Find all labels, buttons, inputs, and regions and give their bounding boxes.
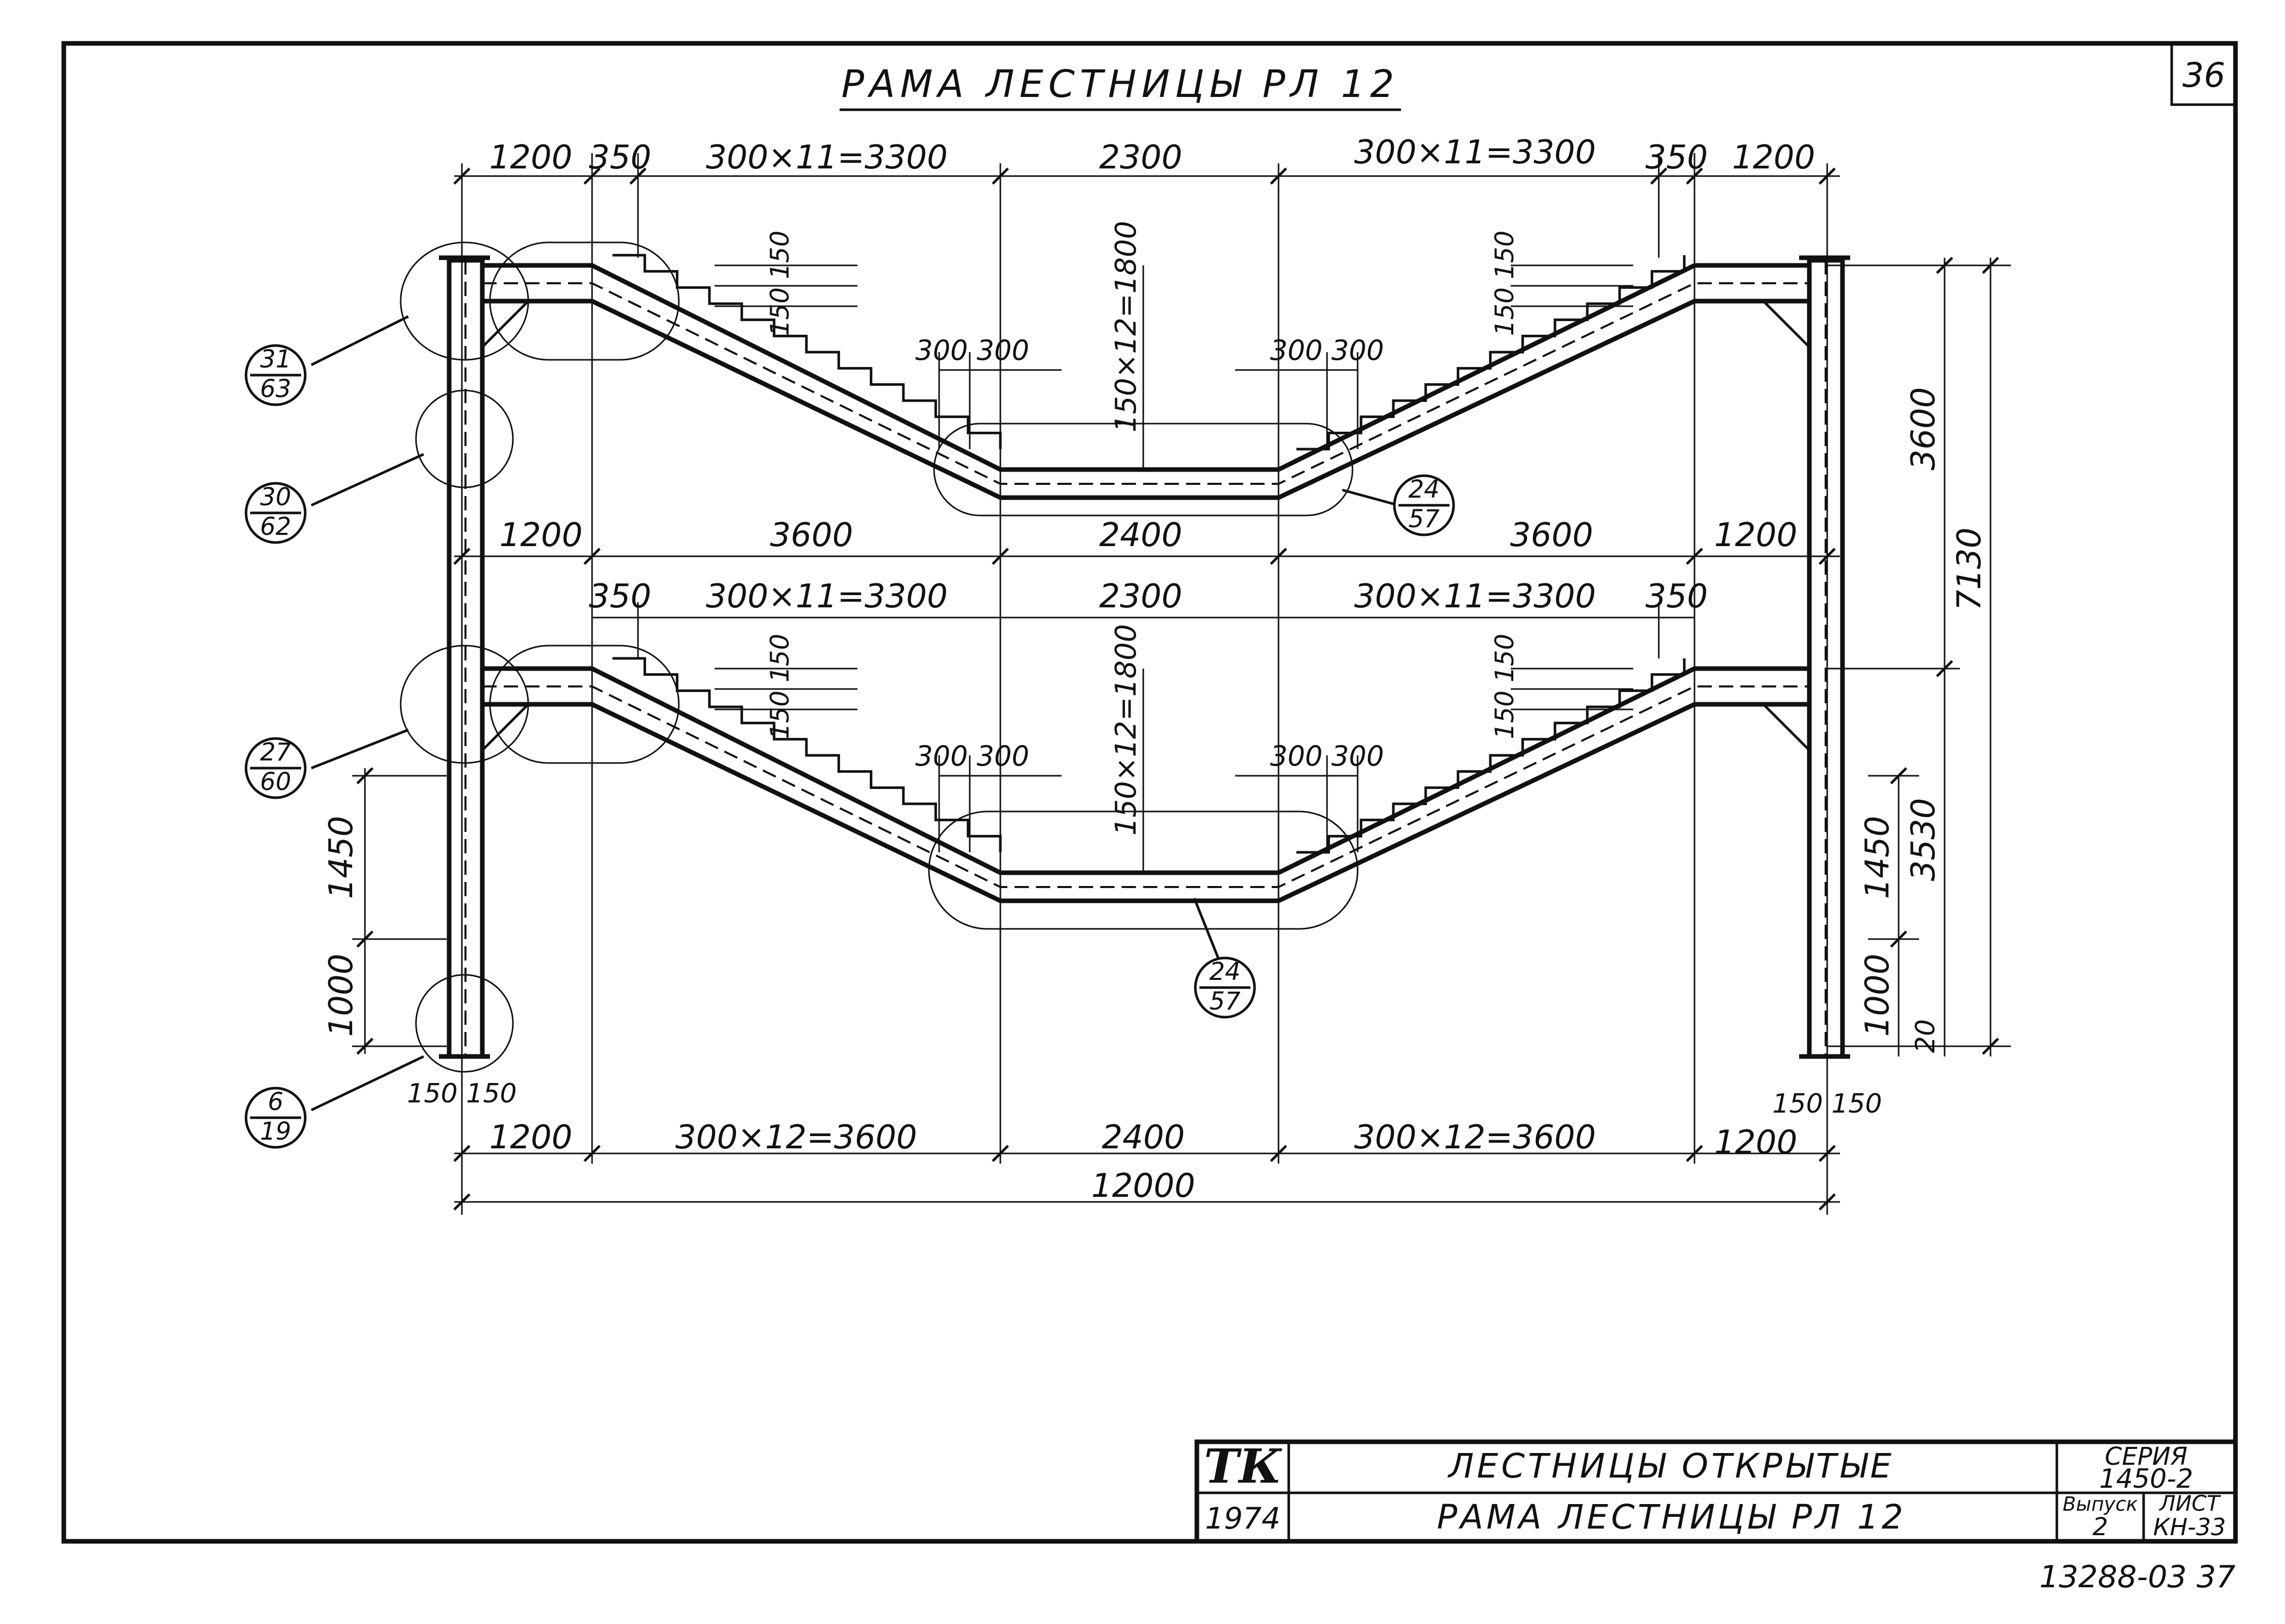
svg-text:57: 57 (1408, 505, 1440, 533)
total-length: 12000 (1091, 1167, 1195, 1205)
step-dimension-texts: 150 150 150 150 150 150 150 150 150×12=1… (765, 221, 1519, 836)
svg-text:60: 60 (260, 768, 291, 796)
left-column (439, 255, 490, 1059)
svg-text:3600: 3600 (1510, 516, 1593, 554)
callout-6-19: 6 19 (244, 1087, 307, 1149)
sheet-value: КН-33 (2153, 1513, 2226, 1541)
svg-text:3600: 3600 (770, 516, 853, 554)
title-block: ТК 1974 ЛЕСТНИЦЫ ОТКРЫТЫЕ РАМА ЛЕСТНИЦЫ … (1194, 1439, 2238, 1544)
svg-text:350: 350 (589, 139, 651, 177)
svg-text:24: 24 (1408, 475, 1439, 504)
dimension-lines (453, 153, 1840, 1215)
svg-text:62: 62 (260, 512, 291, 541)
svg-text:350: 350 (1645, 139, 1708, 177)
svg-text:300 300: 300 300 (915, 740, 1029, 772)
callout-24-57-lower: 24 57 (1194, 956, 1256, 1019)
svg-text:300 300: 300 300 (1270, 740, 1384, 772)
dimension-texts-second: 350 300×11=3300 2300 300×11=3300 350 (589, 578, 1708, 616)
callout-24-57-upper: 24 57 (1393, 474, 1455, 536)
column-base-left: 150 150 (407, 1078, 517, 1109)
column-base-right: 150 150 (1772, 1089, 1882, 1119)
svg-text:150 150: 150 150 (1490, 634, 1519, 740)
svg-text:1200: 1200 (1714, 516, 1798, 554)
svg-text:63: 63 (260, 375, 291, 403)
lower-stringer (481, 657, 1811, 903)
tk-logo: ТК (1204, 1439, 1282, 1494)
svg-text:150 150: 150 150 (765, 634, 795, 740)
series-value: 1450-2 (2099, 1464, 2193, 1494)
svg-text:2400: 2400 (1102, 1119, 1185, 1157)
issue-label: Выпуск (2062, 1493, 2137, 1515)
riser-total-upper: 150×12=1800 (1110, 221, 1143, 433)
svg-text:2300: 2300 (1099, 578, 1183, 616)
svg-text:300 300: 300 300 (915, 334, 1029, 366)
riser-total-lower: 150×12=1800 (1110, 624, 1143, 836)
svg-text:27: 27 (260, 738, 291, 767)
svg-text:57: 57 (1209, 987, 1241, 1016)
dimension-texts-bottom: 1200 300×12=3600 2400 300×12=3600 1200 1… (489, 1119, 1798, 1205)
svg-text:300×12=3600: 300×12=3600 (1354, 1119, 1596, 1157)
issue-value: 2 (2093, 1513, 2108, 1541)
svg-text:1200: 1200 (500, 516, 583, 554)
callout-30-62: 30 62 (244, 482, 307, 544)
svg-text:2400: 2400 (1099, 516, 1183, 554)
svg-text:30: 30 (260, 483, 291, 511)
svg-text:1000: 1000 (323, 954, 360, 1037)
svg-text:150 150: 150 150 (1490, 231, 1519, 336)
svg-text:150 150: 150 150 (765, 231, 795, 336)
dimension-texts-mid: 1200 3600 2400 3600 1200 (500, 516, 1798, 554)
detail-outlines (400, 241, 1359, 1073)
riser-dimension-ladders (715, 264, 1633, 873)
svg-text:31: 31 (260, 345, 291, 374)
svg-text:1450: 1450 (323, 816, 360, 899)
svg-text:1200: 1200 (489, 1119, 573, 1157)
right-vertical-dimensions (1827, 257, 2011, 1056)
left-vertical-dimensions (352, 767, 447, 1055)
page-number-box (2170, 42, 2237, 106)
callout-31-63: 31 63 (244, 344, 307, 406)
svg-text:3530: 3530 (1905, 798, 1943, 881)
series-label: СЕРИЯ (2105, 1442, 2188, 1471)
callout-27-60: 27 60 (244, 737, 307, 799)
title-line-1: ЛЕСТНИЦЫ ОТКРЫТЫЕ (1447, 1446, 1895, 1486)
page-number: 36 (2182, 56, 2225, 95)
svg-text:300×11=3300: 300×11=3300 (1354, 578, 1596, 616)
dimension-texts-top: 1200 350 300×11=3300 2300 300×11=3300 35… (489, 134, 1815, 177)
year: 1974 (1205, 1501, 1281, 1536)
svg-text:350: 350 (1645, 578, 1708, 616)
svg-text:1000: 1000 (1859, 954, 1897, 1037)
svg-text:1200: 1200 (489, 139, 573, 177)
svg-text:300 300: 300 300 (1270, 334, 1384, 366)
right-column (1799, 255, 1850, 1059)
svg-text:300×12=3600: 300×12=3600 (675, 1119, 917, 1157)
svg-text:300×11=3300: 300×11=3300 (706, 578, 948, 616)
svg-text:24: 24 (1209, 957, 1240, 986)
right-vertical-texts: 3600 7130 3530 1450 1000 20 (1859, 387, 1988, 1053)
svg-text:300×11=3300: 300×11=3300 (706, 139, 948, 177)
svg-text:6: 6 (268, 1088, 284, 1116)
left-vertical-texts: 1450 1000 (323, 816, 360, 1037)
title-line-2: РАМА ЛЕСТНИЦЫ РЛ 12 (1437, 1497, 1906, 1537)
svg-text:300×11=3300: 300×11=3300 (1354, 134, 1596, 171)
svg-text:1450: 1450 (1859, 816, 1897, 899)
svg-text:350: 350 (589, 578, 651, 616)
svg-text:3600: 3600 (1905, 387, 1943, 471)
sheet-label: ЛИСТ (2158, 1491, 2221, 1516)
upper-stringer (481, 254, 1811, 500)
svg-text:1200: 1200 (1732, 139, 1815, 177)
svg-text:7130: 7130 (1951, 528, 1988, 611)
svg-text:1200: 1200 (1714, 1124, 1798, 1162)
svg-text:19: 19 (260, 1117, 291, 1146)
svg-text:2300: 2300 (1099, 139, 1183, 177)
stamp-number: 13288-03 37 (2040, 1559, 2235, 1595)
sheet-title: РАМА ЛЕСТНИЦЫ РЛ 12 (842, 62, 1399, 106)
sheet-frame (61, 41, 2238, 1544)
svg-text:20: 20 (1910, 1019, 1941, 1053)
